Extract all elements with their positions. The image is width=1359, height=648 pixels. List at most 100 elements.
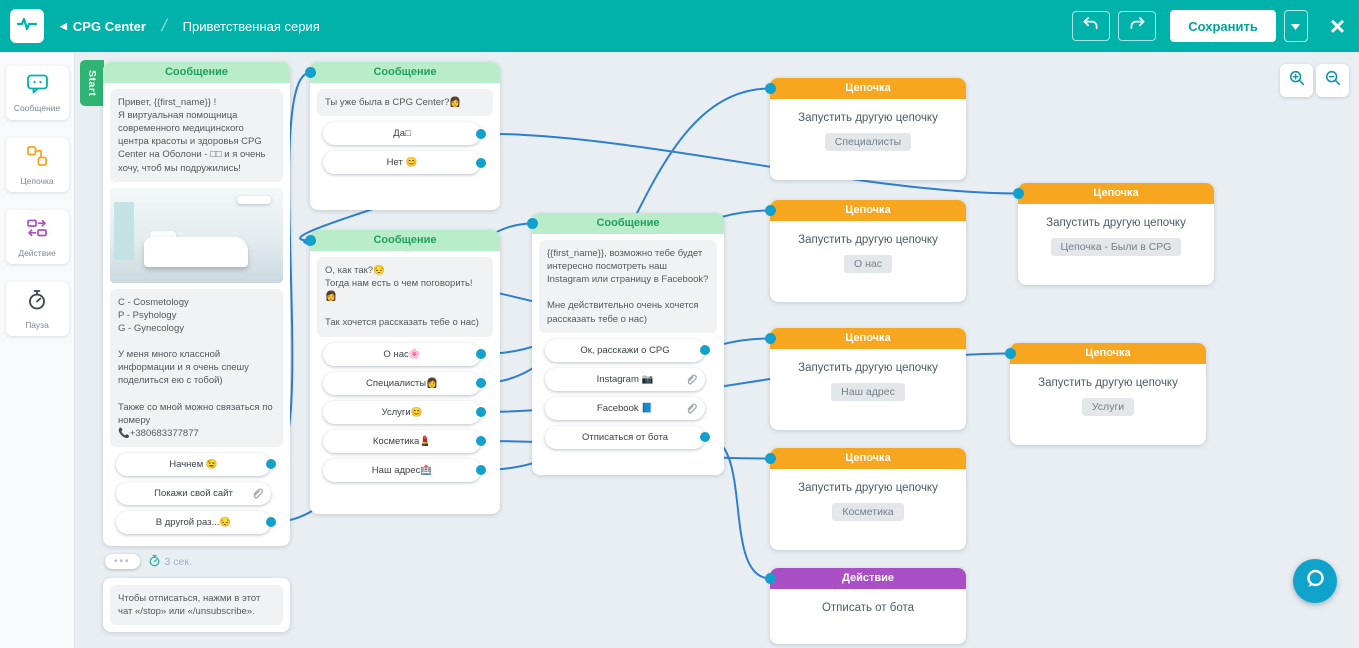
url-button[interactable]: Instagram 📷 <box>545 367 705 391</box>
connector-dot[interactable] <box>765 83 776 94</box>
quick-reply-button[interactable]: Услуги😊 <box>323 400 486 424</box>
chain-target-chip[interactable]: Услуги <box>1081 398 1135 416</box>
connector-dot[interactable] <box>527 218 538 229</box>
sidebar-item-message[interactable]: Сообщение <box>5 66 69 120</box>
connector-dot[interactable] <box>476 378 486 389</box>
zoom-in-button[interactable] <box>1280 64 1313 97</box>
node-chain-services[interactable]: Цепочка Запустить другую цепочку Услуги <box>1005 343 1206 445</box>
connector-dot[interactable] <box>765 333 776 344</box>
quick-reply-button[interactable]: Да□ <box>323 122 486 146</box>
chain-target-chip[interactable]: Наш адрес <box>831 383 905 401</box>
message-text-bubble[interactable]: Чтобы отписаться, нажми в этот чат «/sto… <box>110 584 283 626</box>
connector-dot[interactable] <box>765 573 776 584</box>
app-title: CPG Center <box>72 18 146 34</box>
connector-dot[interactable] <box>765 205 776 216</box>
quick-reply-button[interactable]: Нет 😊 <box>323 151 486 175</box>
app-logo[interactable] <box>10 9 44 43</box>
button-label: Отписаться от бота <box>582 431 668 443</box>
clinic-photo[interactable] <box>110 187 283 283</box>
node-header: Цепочка <box>1010 343 1206 364</box>
connector-dot[interactable] <box>765 453 776 464</box>
node-header: Действие <box>770 568 966 589</box>
quick-reply-button[interactable]: Косметика💄 <box>323 429 486 453</box>
url-button[interactable]: Facebook 📘 <box>545 396 705 420</box>
sidebar-item-chain[interactable]: Цепочка <box>5 138 69 192</box>
node-chain-about-us[interactable]: Цепочка Запустить другую цепочку О нас <box>765 200 966 302</box>
connector-dot[interactable] <box>700 432 710 443</box>
breadcrumb: Приветственная серия <box>182 18 320 34</box>
connector-dot[interactable] <box>476 349 486 360</box>
connector-dot[interactable] <box>266 459 276 470</box>
zoom-controls <box>1280 64 1349 97</box>
message-text-bubble[interactable]: C - Cosmetology P - Psyhology G - Gyneco… <box>110 288 283 447</box>
connector-dot[interactable] <box>476 128 486 139</box>
connector-dot[interactable] <box>305 67 316 78</box>
node-chain-our-address[interactable]: Цепочка Запустить другую цепочку Наш адр… <box>765 328 966 430</box>
node-message-been-to-cpg[interactable]: Сообщение Ты уже была в CPG Center?👩 Да□… <box>305 62 500 211</box>
sidebar-item-label: Действие <box>18 248 56 258</box>
node-chain-cosmetics[interactable]: Цепочка Запустить другую цепочку Космети… <box>765 448 966 550</box>
connector-dot[interactable] <box>305 235 316 246</box>
save-dropdown-button[interactable] <box>1283 10 1308 42</box>
connector-dot[interactable] <box>476 157 486 168</box>
connector-dot[interactable] <box>1005 348 1016 359</box>
button-label: Наш адрес🏥 <box>371 464 433 476</box>
undo-button[interactable] <box>1072 11 1111 41</box>
caret-down-icon <box>1291 17 1301 35</box>
chain-target-chip[interactable]: Цепочка - Были в CPG <box>1050 238 1182 256</box>
breadcrumb-separator: / <box>159 16 169 35</box>
back-to-app-button[interactable]: ◀ CPG Center <box>60 19 146 34</box>
message-icon <box>25 73 50 100</box>
more-options-button[interactable]: ••• <box>105 554 140 570</box>
node-message-unsubscribe-note[interactable]: Чтобы отписаться, нажми в этот чат «/sto… <box>103 577 290 633</box>
quick-reply-button[interactable]: О нас🌸 <box>323 342 486 366</box>
paperclip-icon <box>685 372 698 395</box>
message-text-bubble[interactable]: Ты уже была в CPG Center?👩 <box>317 89 493 117</box>
quick-reply-button[interactable]: Отписаться от бота <box>545 425 710 449</box>
node-header: Сообщение <box>532 213 724 234</box>
quick-reply-button[interactable]: Специалисты👩 <box>323 371 486 395</box>
redo-button[interactable] <box>1118 11 1157 41</box>
node-action-unsubscribe[interactable]: Действие Отписать от бота <box>765 568 966 644</box>
connector-dot[interactable] <box>476 407 486 418</box>
close-button[interactable]: × <box>1329 11 1345 41</box>
connector-dot[interactable] <box>266 517 276 528</box>
button-label: Косметика💄 <box>372 435 432 447</box>
quick-reply-button[interactable]: Наш адрес🏥 <box>323 458 486 482</box>
node-header: Цепочка <box>770 200 966 221</box>
redo-icon <box>1127 16 1147 36</box>
sidebar-item-action[interactable]: Действие <box>5 210 69 264</box>
connector-dot[interactable] <box>476 465 486 476</box>
message-text-bubble[interactable]: О, как так?😔 Тогда нам есть о чем погово… <box>317 257 493 337</box>
zoom-out-button[interactable] <box>1316 64 1349 97</box>
node-chain-specialists[interactable]: Цепочка Запустить другую цепочку Специал… <box>765 78 966 180</box>
node-chain-were-in-cpg[interactable]: Цепочка Запустить другую цепочку Цепочка… <box>1013 183 1214 285</box>
quick-reply-button[interactable]: В другой раз...😔 <box>116 510 276 534</box>
connector-dot[interactable] <box>476 436 486 447</box>
flow-canvas[interactable]: Start Сообщение Привет, {{first_name}} !… <box>0 52 1359 648</box>
chain-target-chip[interactable]: Косметика <box>832 503 904 521</box>
button-label: Да□ <box>393 128 411 140</box>
action-icon <box>25 216 49 245</box>
message-text-bubble[interactable]: Привет, {{first_name}} ! Я виртуальная п… <box>110 89 283 182</box>
delay-setting[interactable]: 3 сек. <box>148 554 192 570</box>
node-message-about-us-menu[interactable]: Сообщение О, как так?😔 Тогда нам есть о … <box>305 230 500 514</box>
stopwatch-icon <box>148 554 161 570</box>
chain-target-chip[interactable]: Специалисты <box>824 133 912 151</box>
chain-target-chip[interactable]: О нас <box>844 255 892 273</box>
chat-bubble-icon <box>1303 567 1327 596</box>
node-message-welcome[interactable]: Сообщение Привет, {{first_name}} ! Я вир… <box>103 62 290 546</box>
node-message-social-links[interactable]: Сообщение {{first_name}}, возможно тебе … <box>527 213 724 475</box>
connector-dot[interactable] <box>700 345 710 356</box>
save-button-label: Сохранить <box>1188 18 1258 34</box>
quick-reply-button[interactable]: Ок, расскажи о CPG <box>545 338 710 362</box>
quick-reply-button[interactable]: Начнем 😉 <box>116 452 276 476</box>
support-chat-button[interactable] <box>1293 559 1337 603</box>
button-label: Ок, расскажи о CPG <box>580 344 670 356</box>
node-header: Цепочка <box>770 448 966 469</box>
sidebar-item-pause[interactable]: Пауза <box>5 282 69 336</box>
save-button[interactable]: Сохранить <box>1170 10 1276 42</box>
url-button[interactable]: Покажи свой сайт <box>116 481 271 505</box>
connector-dot[interactable] <box>1013 188 1024 199</box>
message-text-bubble[interactable]: {{first_name}}, возможно тебе будет инте… <box>539 240 717 333</box>
